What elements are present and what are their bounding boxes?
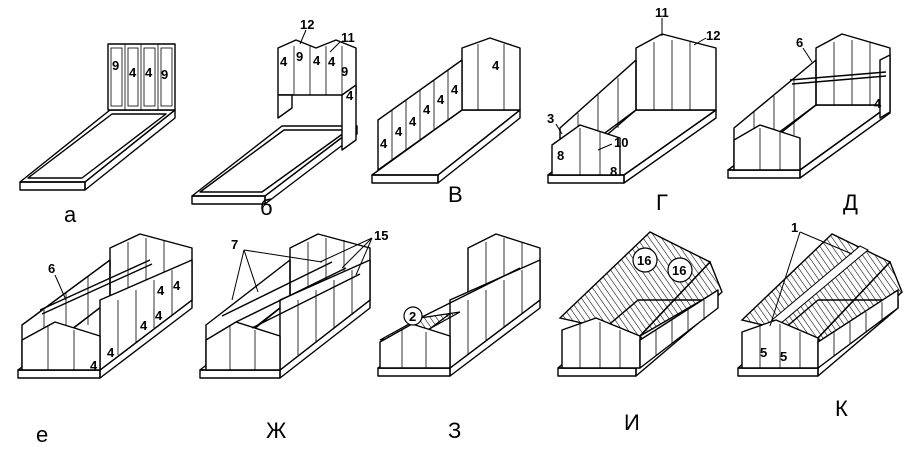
caption-i: И <box>624 410 640 435</box>
label-4: 4 <box>874 96 882 111</box>
svg-text:9: 9 <box>296 49 303 64</box>
svg-text:4: 4 <box>107 345 115 360</box>
label-5: 5 <box>760 345 767 360</box>
svg-text:4: 4 <box>423 102 431 117</box>
label-9: 9 <box>112 58 119 73</box>
svg-text:4: 4 <box>346 88 354 103</box>
svg-text:4: 4 <box>155 308 163 323</box>
label-2: 2 <box>409 309 416 324</box>
label-6: 6 <box>48 261 55 276</box>
caption-zh: Ж <box>266 418 287 443</box>
caption-v: В <box>448 182 463 207</box>
svg-text:4: 4 <box>328 54 336 69</box>
roof-beam <box>789 71 887 81</box>
svg-text:9: 9 <box>341 64 348 79</box>
panel-b: 12 11 4 9 4 4 9 4 б <box>191 17 358 220</box>
front-gable <box>551 124 621 176</box>
label-11: 11 <box>655 5 669 20</box>
svg-text:4: 4 <box>90 358 98 373</box>
panel-g: 11 12 3 10 8 8 Г <box>547 5 720 215</box>
caption-e: е <box>36 422 48 447</box>
caption-z: З <box>448 418 461 443</box>
label-16: 16 <box>637 253 651 268</box>
side-wall-panel <box>341 84 357 151</box>
panel-a: 9 4 4 9 а <box>19 43 176 227</box>
svg-text:4: 4 <box>437 92 445 107</box>
svg-text:4: 4 <box>380 136 388 151</box>
svg-text:4: 4 <box>395 124 403 139</box>
gable-frame-back <box>635 33 717 111</box>
label-8: 8 <box>557 148 564 163</box>
svg-text:4: 4 <box>280 54 288 69</box>
svg-text:4: 4 <box>140 318 148 333</box>
label-16: 16 <box>672 263 686 278</box>
callout-circle <box>403 306 423 326</box>
label-4: 4 <box>129 65 137 80</box>
svg-text:4: 4 <box>173 278 181 293</box>
label-7: 7 <box>231 237 238 252</box>
foundation-inner <box>27 113 167 179</box>
svg-text:4: 4 <box>157 283 165 298</box>
foundation-side <box>84 109 176 191</box>
panel-zh: 7 15 Ж <box>199 228 388 443</box>
label-5: 5 <box>780 349 787 364</box>
svg-text:4: 4 <box>451 82 459 97</box>
caption-b: б <box>260 195 273 220</box>
label-8: 8 <box>610 164 617 179</box>
label-1: 1 <box>791 220 798 235</box>
label-6: 6 <box>796 35 803 50</box>
caption-d: Д <box>843 190 858 215</box>
panel-d: 6 4 Д <box>727 33 891 215</box>
panel-v: 4 4 4 4 4 4 4 В <box>371 37 521 207</box>
label-12: 12 <box>706 28 720 43</box>
gable-frame <box>461 37 521 111</box>
caption-g: Г <box>656 190 668 215</box>
svg-text:4: 4 <box>313 53 321 68</box>
svg-text:4: 4 <box>492 58 500 73</box>
svg-text:4: 4 <box>409 114 417 129</box>
foundation-edge <box>19 181 86 191</box>
label-4: 4 <box>145 65 153 80</box>
caption-k: К <box>835 396 848 421</box>
label-11: 11 <box>341 30 355 45</box>
label-10: 10 <box>614 135 628 150</box>
label-12: 12 <box>300 17 314 32</box>
label-9: 9 <box>161 67 168 82</box>
caption-a: а <box>64 202 77 227</box>
label-15: 15 <box>374 228 388 243</box>
panel-i: 16 16 И <box>557 231 723 435</box>
panel-k: 1 5 5 К <box>737 220 903 421</box>
label-3: 3 <box>547 111 554 126</box>
panel-z: 2 З <box>377 233 541 443</box>
end-wall-panels <box>107 43 176 111</box>
panel-e: 6 4 4 4 4 4 4 е <box>17 233 193 447</box>
